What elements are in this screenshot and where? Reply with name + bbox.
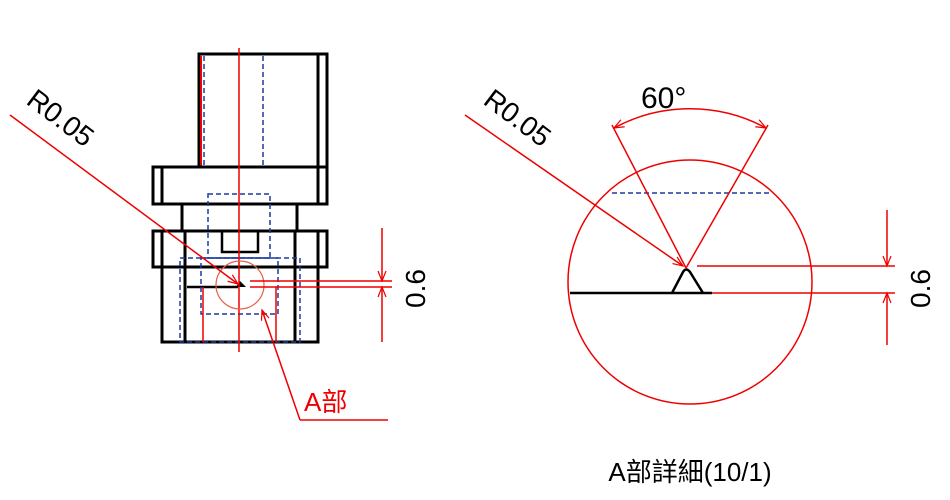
left-height-dimension bbox=[250, 228, 392, 342]
angle-label: 60° bbox=[641, 82, 686, 115]
part-side-view bbox=[151, 48, 329, 352]
left-radius-label: R0.05 bbox=[21, 83, 99, 153]
detail-caption: A部詳細(10/1) bbox=[608, 457, 771, 487]
detail-height-label: 0.6 bbox=[905, 269, 936, 308]
detail-radius-label: R0.05 bbox=[478, 83, 556, 153]
detail-callout-leader bbox=[260, 308, 388, 421]
detail-view bbox=[464, 108, 895, 405]
detail-callout-label: A部 bbox=[304, 387, 347, 417]
left-radius-leader bbox=[9, 114, 240, 285]
left-height-label: 0.6 bbox=[400, 269, 431, 308]
